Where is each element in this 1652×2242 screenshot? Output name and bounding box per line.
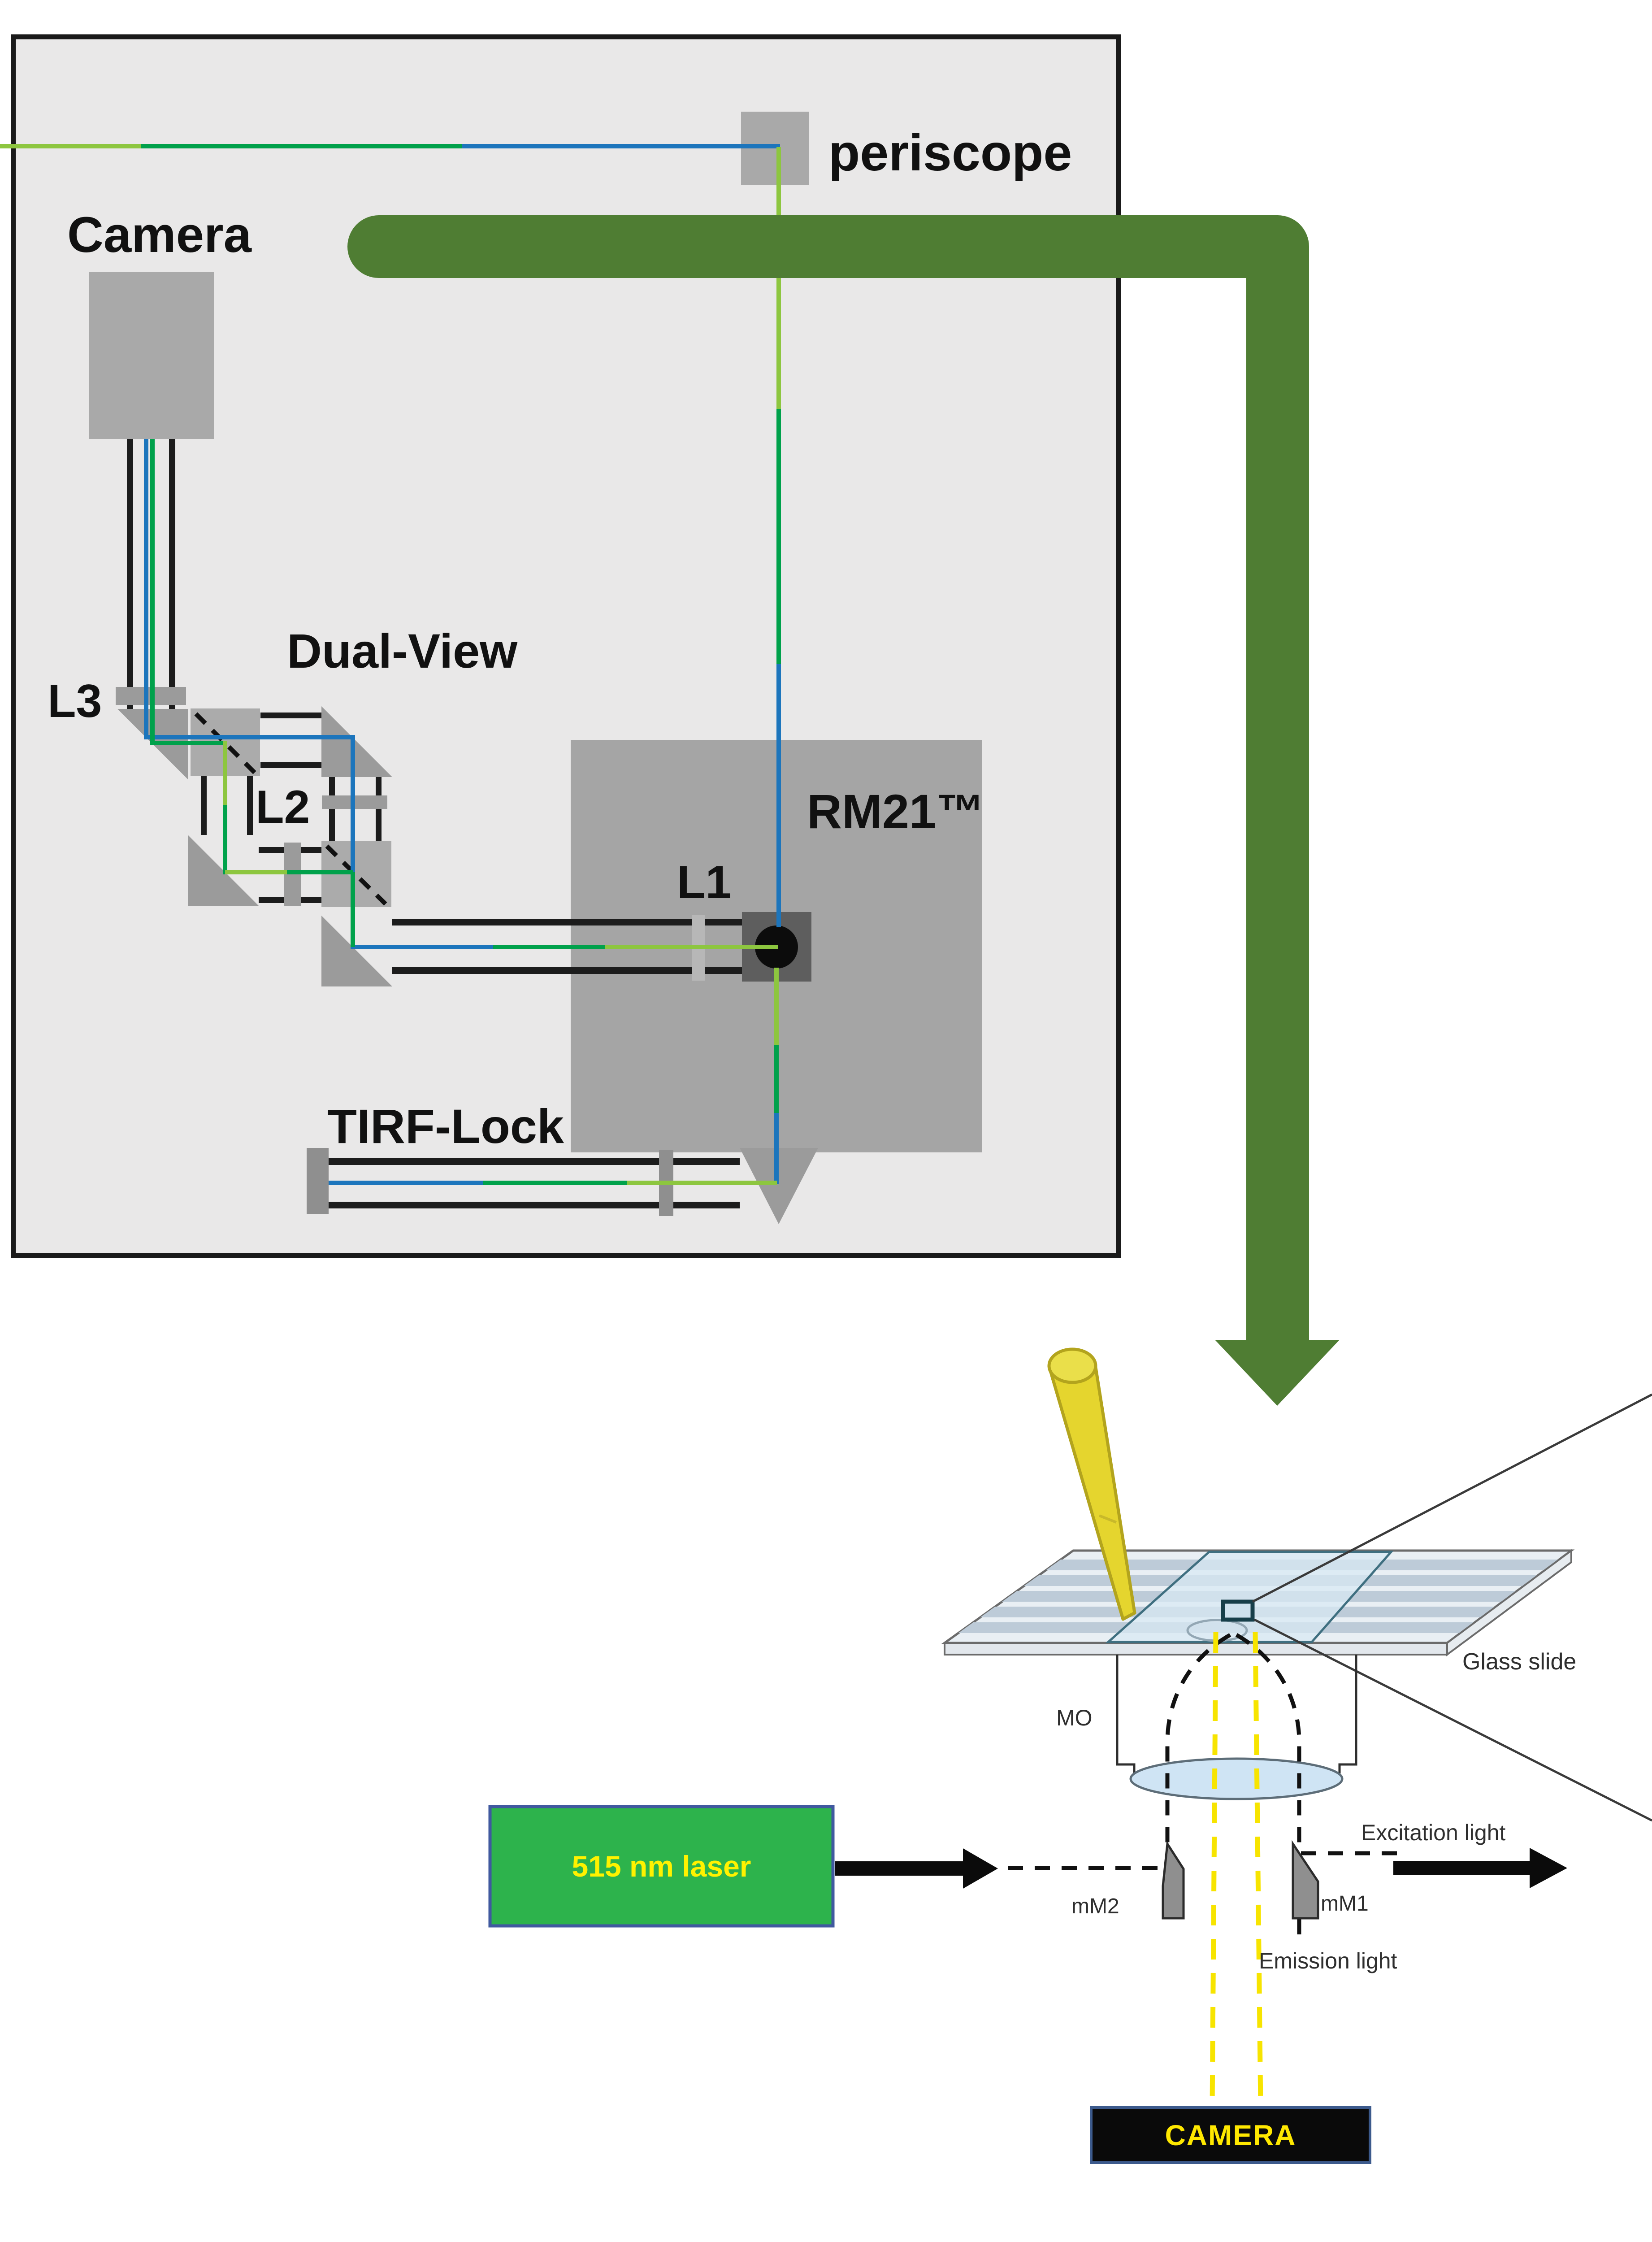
- dual-view-label: Dual-View: [287, 624, 518, 678]
- mirror-mm1: [1292, 1840, 1319, 1920]
- zoom-line-lower: [1253, 1618, 1652, 1822]
- camera-box: [1090, 2106, 1371, 2164]
- fold-mirror-b: [321, 706, 392, 777]
- laser-arrow: [835, 1848, 998, 1889]
- excitation-arrow: [1393, 1848, 1567, 1888]
- tirf-lock-label: TIRF-Lock: [327, 1099, 564, 1153]
- laser-box-label: 515 nm laser: [572, 1850, 751, 1883]
- l2-label: L2: [256, 781, 310, 833]
- fold-mirror-tirf: [740, 1148, 818, 1224]
- periscope-label: periscope: [828, 124, 1072, 182]
- lens-tubes: [127, 439, 742, 1208]
- l3-label: L3: [48, 675, 102, 727]
- camera-body: [89, 272, 214, 439]
- emission-path: [1210, 1632, 1263, 2107]
- beams: [0, 144, 781, 1185]
- rm21-label: RM21™: [807, 784, 985, 839]
- mo-label: MO: [1056, 1705, 1093, 1730]
- laser-box: [488, 1805, 835, 1928]
- beam-imaging-blue: [144, 439, 493, 949]
- pipette-tip: [1047, 1347, 1136, 1621]
- flow-arrow-head: [1215, 1340, 1340, 1406]
- microscope-objective: [1116, 1655, 1357, 1773]
- beam-imaging-green-1: [150, 439, 185, 745]
- camera-box-label: CAMERA: [1165, 2119, 1296, 2151]
- mm1-label: mM1: [1321, 1892, 1369, 1916]
- mirror-mm2: [1162, 1840, 1185, 1920]
- tirf-end-cap: [307, 1148, 329, 1214]
- emission-light-label: Emission light: [1259, 1948, 1397, 1973]
- camera-label: Camera: [67, 207, 251, 263]
- excitation-light-label: Excitation light: [1361, 1820, 1506, 1845]
- roi-square: [1221, 1599, 1255, 1622]
- objective-lens: [1129, 1757, 1344, 1800]
- flow-cell: [1105, 1551, 1394, 1643]
- excitation-path: [1008, 1633, 1402, 1944]
- flow-arrow-shaft: [347, 215, 1309, 1372]
- glass-slide-label: Glass slide: [1462, 1649, 1577, 1675]
- l1-label: L1: [677, 856, 732, 908]
- fold-mirror-e: [321, 916, 392, 986]
- mm2-label: mM2: [1071, 1894, 1119, 1918]
- zoom-line-upper: [1252, 1393, 1652, 1603]
- glass-slide: [941, 1549, 1575, 1656]
